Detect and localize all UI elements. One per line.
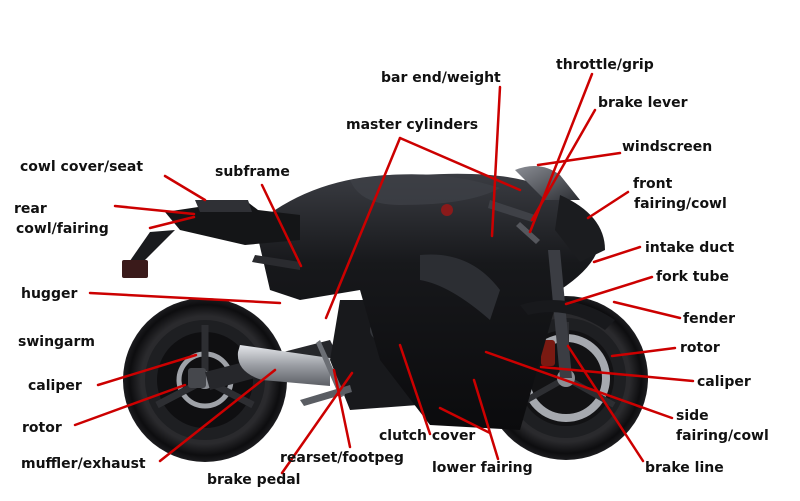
leader-rotor-rear bbox=[73, 383, 187, 427]
main-fairing-shape bbox=[255, 173, 600, 430]
leader-rotor-front bbox=[610, 346, 677, 358]
leader-hugger bbox=[88, 291, 282, 305]
leader-clutch-2 bbox=[438, 406, 492, 435]
label-throttle: throttle/grip bbox=[556, 57, 654, 73]
leader-rearset bbox=[332, 368, 352, 449]
leader-cowl-cover bbox=[163, 174, 207, 202]
front-fender-shape bbox=[520, 300, 615, 330]
label-rotor-rear: rotor bbox=[22, 420, 62, 436]
leader-master-cyl-1 bbox=[324, 136, 402, 320]
label-brake-line: brake line bbox=[645, 460, 724, 476]
leader-lower-fairing bbox=[472, 378, 500, 461]
rear-wheel bbox=[123, 298, 287, 462]
leader-intake-duct bbox=[592, 245, 642, 264]
windscreen-shape bbox=[515, 166, 580, 200]
fork-shape bbox=[548, 250, 572, 378]
label-side-fairing-2: fairing/cowl bbox=[676, 428, 769, 444]
leader-muffler bbox=[158, 368, 277, 463]
label-swingarm: swingarm bbox=[18, 334, 95, 350]
exhaust-shape bbox=[237, 345, 330, 386]
front-caliper bbox=[541, 340, 555, 366]
leader-caliper-rear bbox=[96, 353, 198, 387]
rear-caliper bbox=[188, 368, 206, 388]
tail-section bbox=[165, 200, 300, 245]
leader-rear-cowl-2 bbox=[148, 215, 196, 230]
label-caliper-front: caliper bbox=[697, 374, 751, 390]
leader-master-cyl-2 bbox=[398, 136, 522, 192]
label-brake-pedal: brake pedal bbox=[207, 472, 301, 488]
label-clutch-cover: clutch cover bbox=[379, 428, 476, 444]
leader-brake-pedal bbox=[280, 371, 354, 475]
label-fender: fender bbox=[683, 311, 735, 327]
leader-clutch-1 bbox=[398, 343, 432, 436]
leader-windscreen bbox=[536, 151, 622, 167]
leader-caliper-front bbox=[539, 365, 695, 383]
label-hugger: hugger bbox=[21, 286, 78, 302]
label-front-fairing-1: front bbox=[633, 176, 673, 192]
label-lower-fairing: lower fairing bbox=[432, 460, 533, 476]
label-intake-duct: intake duct bbox=[645, 240, 735, 256]
label-rear-cowl-2: cowl/fairing bbox=[16, 221, 109, 237]
label-rotor-front: rotor bbox=[680, 340, 720, 356]
label-windscreen: windscreen bbox=[622, 139, 713, 155]
leader-brake-line bbox=[566, 344, 645, 463]
label-rearset: rearset/footpeg bbox=[280, 450, 404, 466]
label-rear-cowl-1: rear bbox=[14, 201, 47, 217]
leader-brake-lever bbox=[530, 108, 597, 222]
leader-fender bbox=[612, 300, 682, 320]
label-brake-lever: brake lever bbox=[598, 95, 688, 111]
leader-subframe bbox=[260, 183, 303, 268]
label-front-fairing-2: fairing/cowl bbox=[634, 196, 727, 212]
rear-fender-bracket bbox=[125, 230, 175, 268]
leader-fork-tube bbox=[564, 275, 654, 306]
leader-side-fairing bbox=[484, 350, 674, 420]
leader-rear-cowl-1 bbox=[113, 204, 196, 216]
label-subframe: subframe bbox=[215, 164, 290, 180]
label-fork-tube: fork tube bbox=[656, 269, 729, 285]
leader-bar-end bbox=[490, 85, 502, 238]
leader-front-fairing bbox=[586, 190, 630, 220]
label-cowl-cover: cowl cover/seat bbox=[20, 159, 144, 175]
label-side-fairing-1: side bbox=[676, 408, 709, 424]
label-master-cylinders: master cylinders bbox=[346, 117, 479, 133]
label-muffler: muffler/exhaust bbox=[21, 456, 146, 472]
label-caliper-rear: caliper bbox=[28, 378, 82, 394]
seat-cowl bbox=[195, 200, 252, 212]
label-bar-end: bar end/weight bbox=[381, 70, 501, 86]
front-nose bbox=[555, 195, 605, 262]
